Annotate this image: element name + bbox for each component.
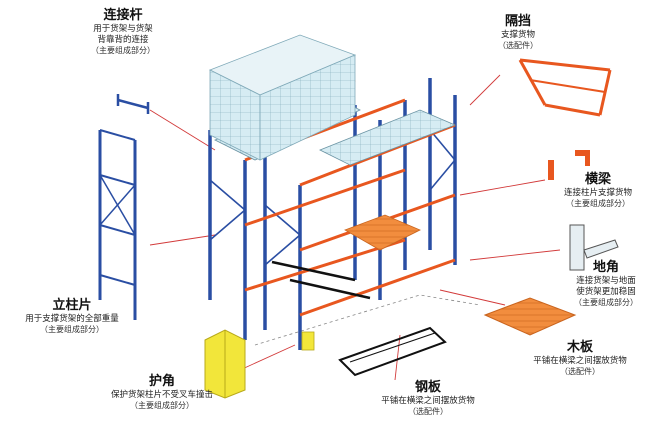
woodboard-note: （选配件） xyxy=(560,366,600,376)
beam-part xyxy=(548,150,590,180)
label-guard: 护角 保护货架柱片不受叉车撞击 （主要组成部分） xyxy=(92,374,232,411)
upright-frame-part xyxy=(98,129,137,320)
steelboard-part xyxy=(338,326,447,377)
woodboard-part xyxy=(483,297,577,336)
stopper-note: （选配件） xyxy=(498,40,538,50)
stopper-title: 隔挡 xyxy=(504,14,531,29)
label-upright: 立柱片 用于支撑货架的全部重量 （主要组成部分） xyxy=(12,298,132,335)
label-steelboard: 钢板 平铺在横梁之间摆放货物 （选配件） xyxy=(368,380,488,417)
label-footplate: 地角 连接货架与地面 使货架更加稳固 （主要组成部分） xyxy=(556,260,656,308)
label-woodboard: 木板 平铺在横梁之间摆放货物 （选配件） xyxy=(520,340,640,377)
connector-title: 连接杆 xyxy=(103,8,143,23)
upright-title: 立柱片 xyxy=(52,298,92,313)
beam-title: 横梁 xyxy=(584,172,611,187)
connector-desc-1: 用于货架与货架 xyxy=(93,24,153,35)
stopper-desc-1: 支撑货物 xyxy=(500,30,535,41)
connector-part xyxy=(116,94,150,114)
steelboard-title: 钢板 xyxy=(414,380,441,395)
connector-note: （主要组成部分） xyxy=(91,45,155,55)
beam-note: （主要组成部分） xyxy=(566,198,630,208)
footplate-desc-1: 连接货架与地面 xyxy=(576,276,636,287)
guard-note: （主要组成部分） xyxy=(130,400,194,410)
woodboard-desc-1: 平铺在横梁之间摆放货物 xyxy=(533,356,627,367)
upright-desc-1: 用于支撑货架的全部重量 xyxy=(25,314,119,325)
main-rack xyxy=(208,34,481,350)
label-stopper: 隔挡 支撑货物 （选配件） xyxy=(478,14,558,51)
steelboard-note: （选配件） xyxy=(408,406,448,416)
footplate-desc-2: 使货架更加稳固 xyxy=(576,286,636,297)
goods-stack xyxy=(209,34,357,161)
guard-title: 护角 xyxy=(148,374,175,389)
label-connector: 连接杆 用于货架与货架 背靠背的连接 （主要组成部分） xyxy=(78,8,168,56)
woodboard-title: 木板 xyxy=(566,340,593,355)
connector-desc-2: 背靠背的连接 xyxy=(97,34,149,45)
label-beam: 横梁 连接柱片支撑货物 （主要组成部分） xyxy=(548,172,648,209)
leader-lines xyxy=(149,74,561,381)
stopper-part xyxy=(518,58,612,117)
steelboard-desc-1: 平铺在横梁之间摆放货物 xyxy=(381,396,475,407)
footplate-note: （主要组成部分） xyxy=(574,297,638,307)
footplate-part xyxy=(569,224,619,271)
beam-desc-1: 连接柱片支撑货物 xyxy=(563,188,632,199)
guard-part xyxy=(204,329,246,399)
guard-small xyxy=(301,331,315,351)
upright-note: （主要组成部分） xyxy=(40,324,104,334)
footplate-title: 地角 xyxy=(592,260,619,275)
guard-desc-1: 保护货架柱片不受叉车撞击 xyxy=(110,390,213,401)
